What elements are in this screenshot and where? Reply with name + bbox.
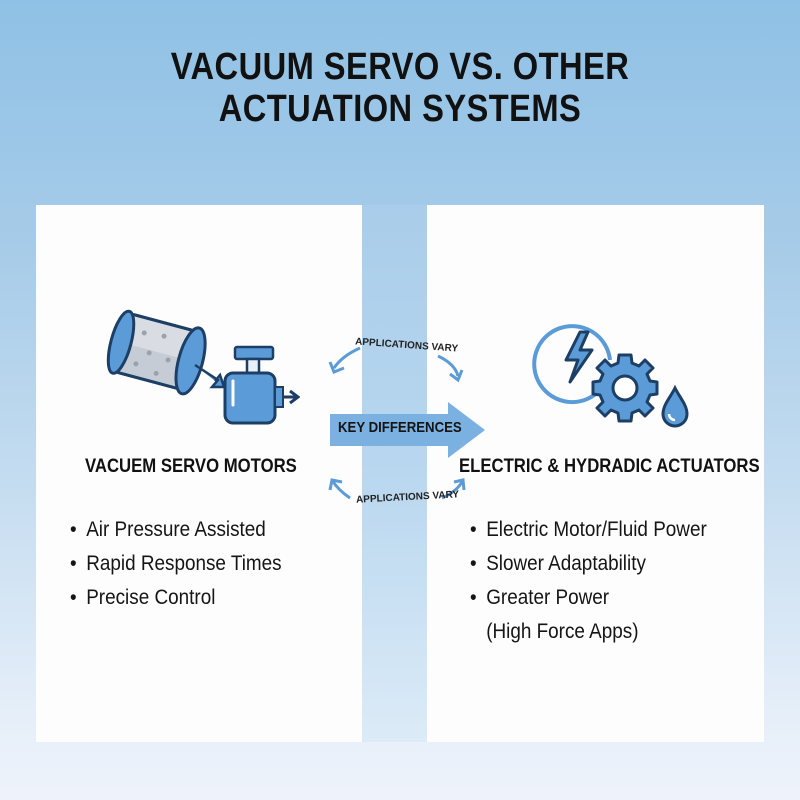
center-divider-strip — [362, 205, 427, 742]
title-line-2: ACTUATION SYSTEMS — [218, 88, 582, 130]
electric-hydraulic-bullets: •Electric Motor/Fluid Power •Slower Adap… — [470, 513, 733, 649]
vacuum-servo-heading: VACUEM SERVO MOTORS — [85, 456, 297, 477]
title-line-1: VACUUM SERVO VS. OTHER — [170, 46, 630, 88]
electric-hydraulic-heading: ELECTRIC & HYDRADIC ACTUATORS — [459, 456, 760, 477]
bullet-item: •Air Pressure Assisted — [70, 518, 266, 541]
vacuum-servo-bullets: •Air Pressure Assisted •Rapid Response T… — [70, 513, 305, 615]
key-differences-label: KEY DIFFERENCES — [338, 419, 462, 436]
bullet-item: •Slower Adaptability — [470, 552, 646, 575]
bullet-item-continuation: (High Force Apps) — [486, 620, 639, 643]
bullet-item: •Greater Power — [470, 586, 610, 609]
vacuum-pump-icon — [106, 309, 300, 425]
bullet-item: •Precise Control — [70, 586, 216, 609]
bullet-item: •Electric Motor/Fluid Power — [470, 518, 707, 541]
vacuum-servo-card — [36, 205, 362, 742]
bullet-item: •Rapid Response Times — [70, 552, 282, 575]
page-title: VACUUM SERVO VS. OTHER ACTUATION SYSTEMS — [56, 46, 744, 130]
electric-hydraulic-card — [427, 205, 764, 742]
curved-arrows-icon — [328, 346, 466, 500]
key-differences-arrow — [330, 402, 485, 458]
electric-gear-fluid-icon — [532, 324, 689, 428]
